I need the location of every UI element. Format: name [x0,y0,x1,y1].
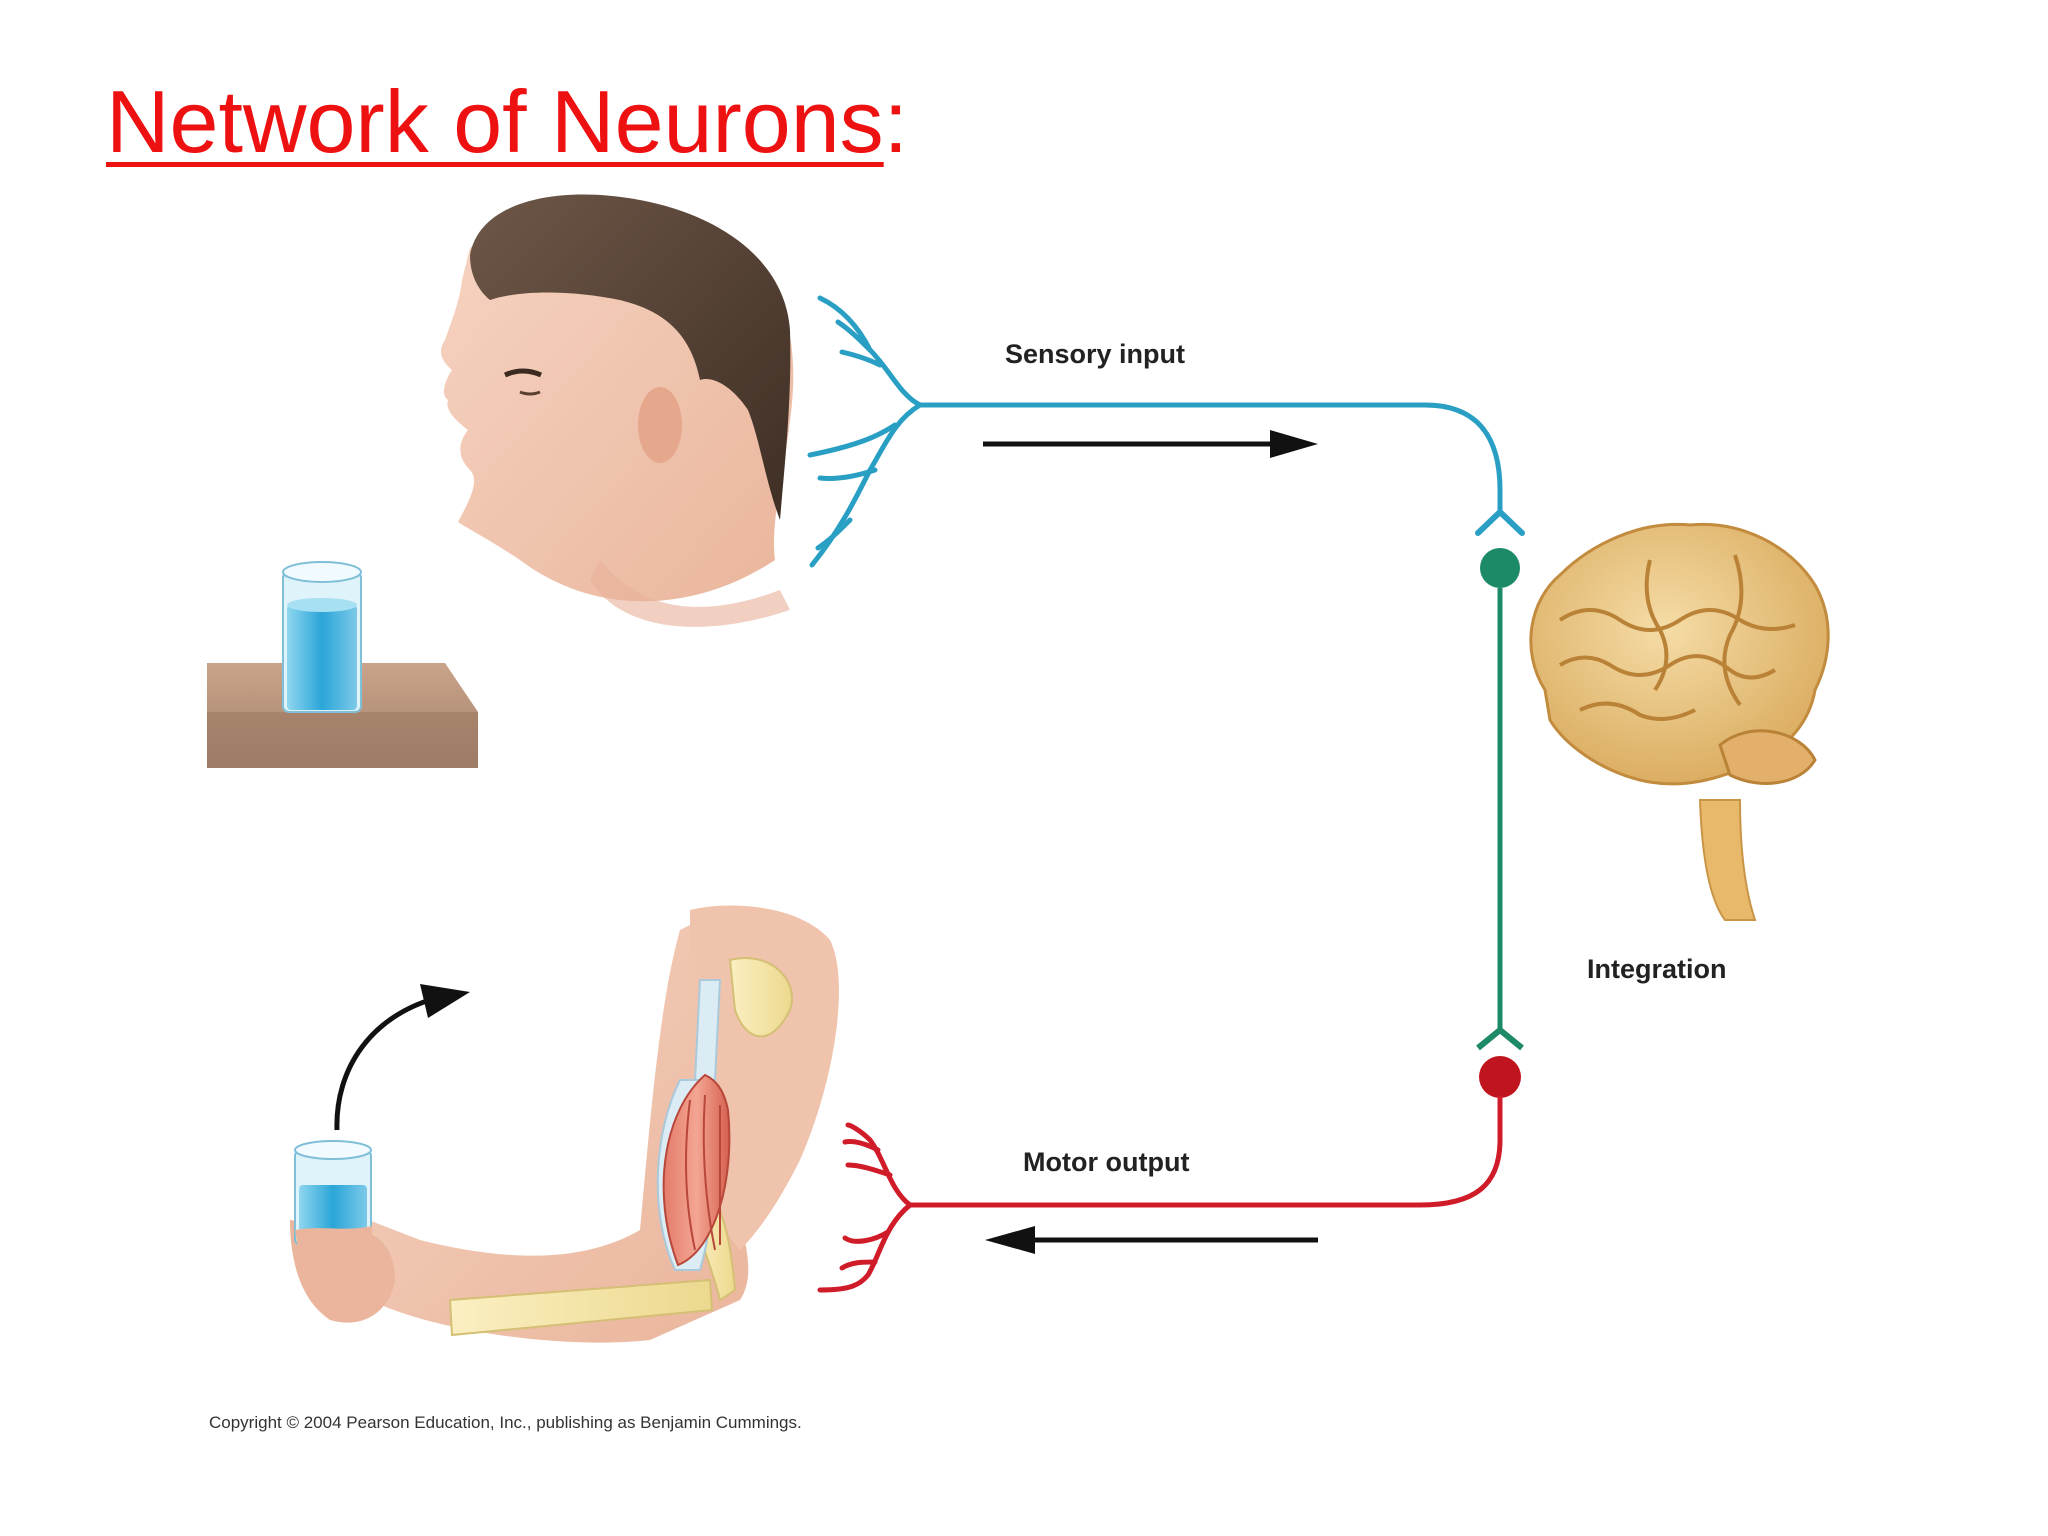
slide-title: Network of Neurons: [106,78,908,166]
sensory-input-label: Sensory input [1005,339,1185,369]
sensory-axon [917,402,1503,515]
arm-illustration [290,905,839,1343]
brain-illustration [1529,522,1830,921]
motor-terminal-upper [845,1122,913,1208]
motor-terminal-lower [817,1202,913,1293]
motor-neuron-cell-body [1479,1056,1521,1098]
sensory-synapse-terminal [1475,507,1525,536]
flow-arrows [334,430,1318,1254]
motor-terminal-lower-twigs [839,1229,891,1271]
arm-movement-arrow-head [420,984,470,1018]
head-illustration [440,194,794,627]
slide-title-text: Network of Neurons [106,72,884,171]
motor-axon [907,1095,1503,1208]
interneuron [1476,548,1524,1051]
motor-terminal-upper-twigs [842,1139,893,1178]
sensory-dendrite-lower-twigs [807,422,898,551]
sensory-direction-arrow-head [1270,430,1318,458]
interneuron-cell-body [1480,548,1520,588]
sensory-neuron [807,295,1525,568]
copyright-notice: Copyright © 2004 Pearson Education, Inc.… [209,1413,802,1432]
glass-on-table [207,561,478,768]
integration-label: Integration [1587,954,1727,984]
interneuron-synapse-terminal [1476,1026,1524,1051]
arm-movement-arrow-curve [334,994,441,1131]
motor-output-label: Motor output [1023,1147,1189,1177]
sensory-dendrite-upper-twigs [835,319,883,368]
slide-title-colon: : [883,72,909,171]
motor-neuron [817,1056,1521,1293]
motor-direction-arrow-head [985,1226,1035,1254]
